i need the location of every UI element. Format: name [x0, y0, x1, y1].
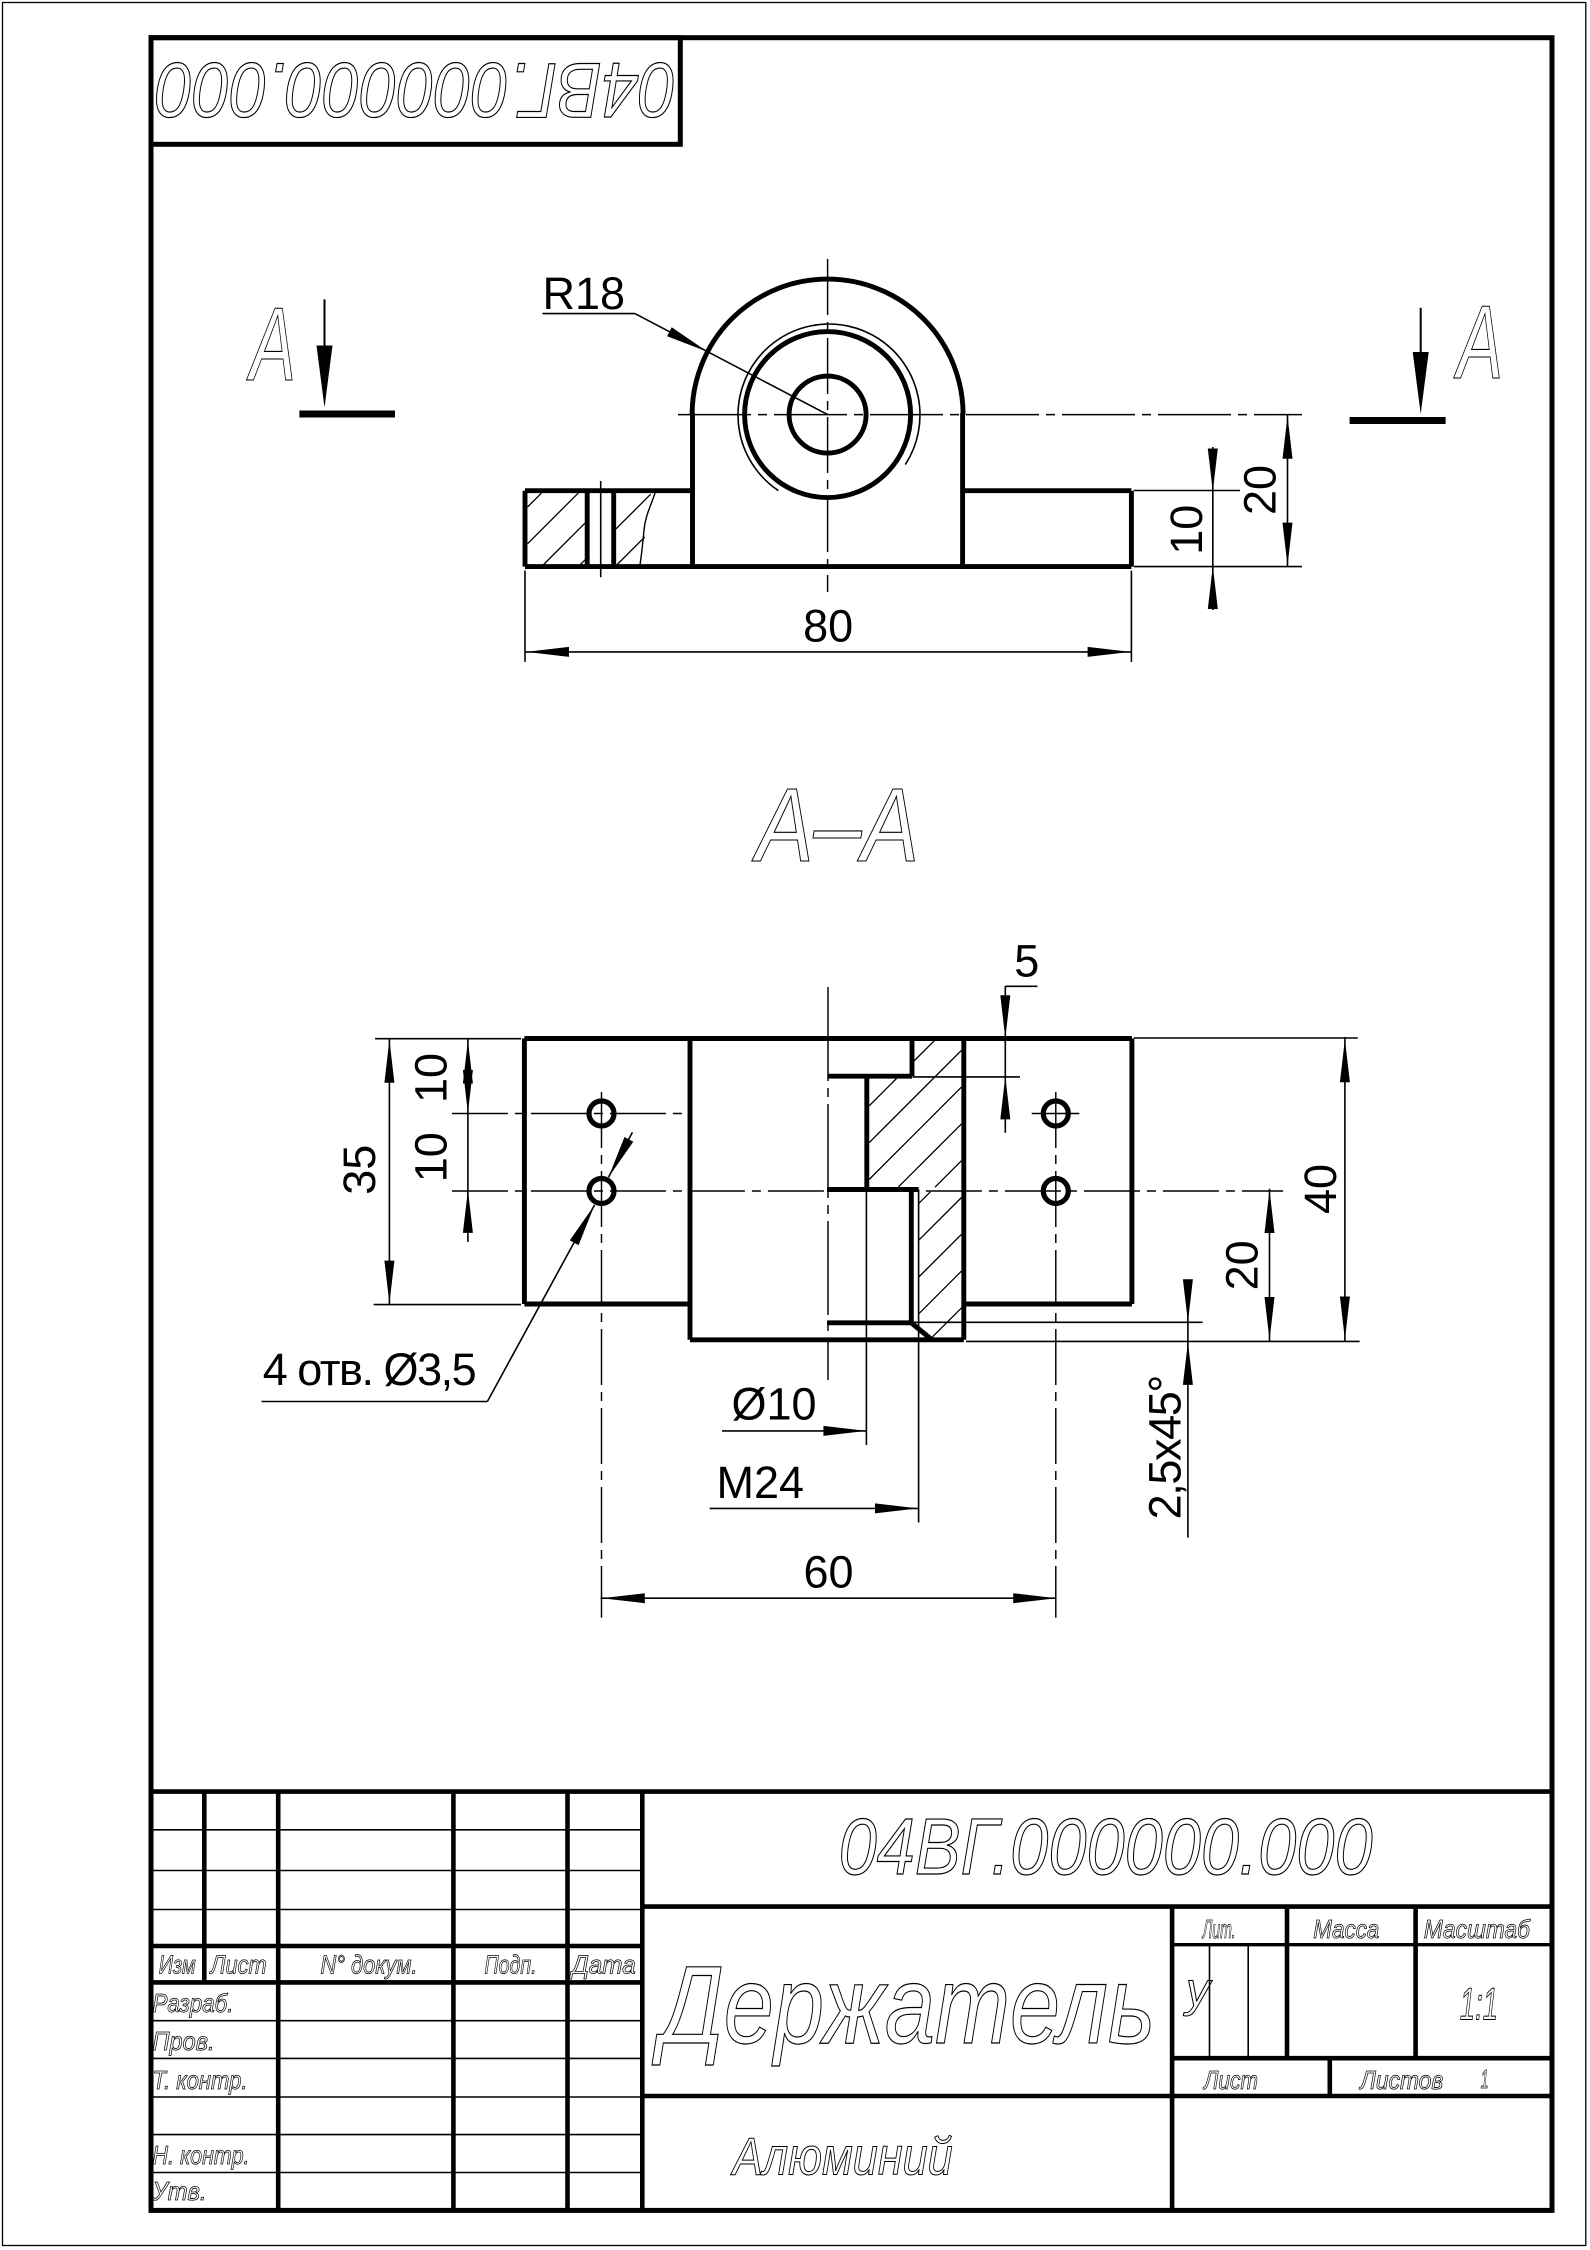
svg-text:4 отв. Ø3,5: 4 отв. Ø3,5 [263, 1344, 477, 1395]
svg-text:10: 10 [1161, 505, 1212, 555]
svg-text:Подп.: Подп. [485, 1950, 537, 1980]
svg-text:Масса: Масса [1313, 1914, 1379, 1944]
svg-text:Алюминий: Алюминий [730, 2128, 953, 2187]
svg-text:Пров.: Пров. [153, 2026, 215, 2056]
svg-text:2,5х45°: 2,5х45° [1140, 1375, 1191, 1520]
svg-text:Лист: Лист [1202, 2065, 1258, 2095]
svg-text:40: 40 [1295, 1164, 1346, 1214]
svg-text:Лит.: Лит. [1202, 1914, 1236, 1944]
svg-text:Разраб.: Разраб. [153, 1988, 234, 2018]
svg-text:10: 10 [406, 1053, 457, 1103]
svg-text:Утв.: Утв. [152, 2176, 207, 2206]
svg-text:Дата: Дата [569, 1950, 636, 1980]
svg-text:Листов: Листов [1359, 2065, 1444, 2095]
svg-text:Изм: Изм [159, 1950, 196, 1980]
svg-text:04ВГ.000000.000: 04ВГ.000000.000 [156, 47, 676, 135]
svg-text:Масштаб: Масштаб [1424, 1914, 1531, 1944]
svg-text:М24: М24 [717, 1457, 805, 1508]
svg-text:R18: R18 [543, 268, 626, 319]
svg-text:А–А: А–А [751, 767, 919, 884]
svg-text:Держатель: Держатель [651, 1944, 1155, 2067]
svg-text:Н. контр.: Н. контр. [153, 2140, 250, 2170]
svg-text:80: 80 [803, 601, 853, 652]
svg-text:у: у [1183, 1964, 1213, 2017]
svg-text:Т. контр.: Т. контр. [153, 2065, 248, 2095]
svg-text:1: 1 [1481, 2064, 1489, 2094]
svg-text:5: 5 [1014, 936, 1039, 987]
svg-text:Ø10: Ø10 [732, 1379, 817, 1430]
svg-text:N° докум.: N° докум. [321, 1950, 418, 1980]
svg-text:20: 20 [1217, 1240, 1268, 1290]
svg-text:Лист: Лист [209, 1950, 267, 1980]
svg-text:1:1: 1:1 [1460, 1978, 1498, 2029]
svg-text:А: А [1453, 285, 1503, 401]
svg-text:10: 10 [406, 1132, 457, 1182]
svg-text:35: 35 [334, 1145, 385, 1195]
svg-text:А: А [246, 287, 296, 403]
svg-text:60: 60 [803, 1546, 853, 1597]
svg-text:20: 20 [1235, 465, 1286, 515]
svg-text:04ВГ.000000.000: 04ВГ.000000.000 [839, 1802, 1373, 1891]
